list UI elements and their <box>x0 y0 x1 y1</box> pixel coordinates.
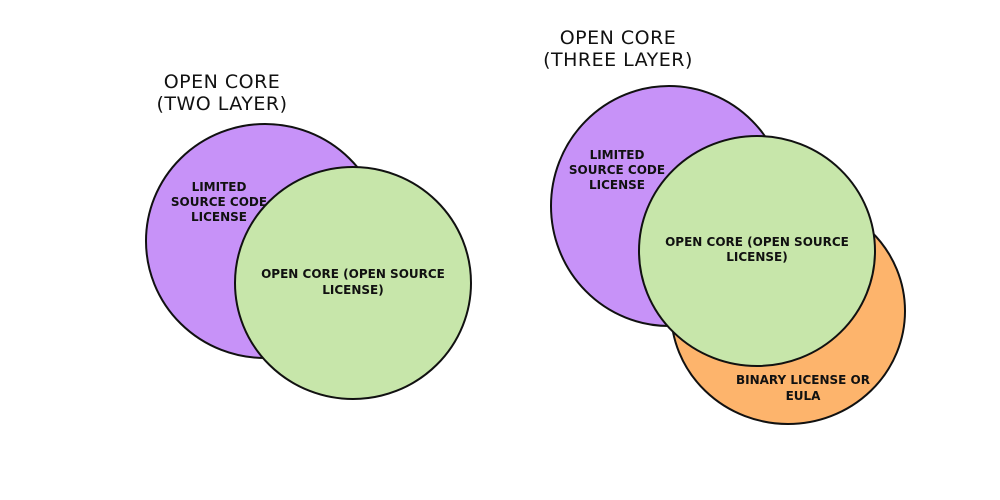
limited-label-line1: LIMITED <box>192 180 247 194</box>
limited-label-line2: SOURCE CODE <box>171 195 267 209</box>
open-core-label-line2: LICENSE) <box>726 250 787 264</box>
limited-label-line2: SOURCE CODE <box>569 163 665 177</box>
limited-label-line3: LICENSE <box>589 178 645 192</box>
three-layer-title-line1: OPEN CORE <box>560 27 677 49</box>
open-core-circle <box>638 135 876 367</box>
two-layer-diagram: OPEN CORE (TWO LAYER) LIMITED SOURCE COD… <box>145 71 472 400</box>
two-layer-title-line2: (TWO LAYER) <box>156 93 287 115</box>
open-core-label-line1: OPEN CORE (OPEN SOURCE <box>261 267 445 281</box>
two-layer-title-line1: OPEN CORE <box>164 71 281 93</box>
open-core-label-line1: OPEN CORE (OPEN SOURCE <box>665 235 849 249</box>
limited-label-line1: LIMITED <box>590 148 645 162</box>
binary-label-line1: BINARY LICENSE OR <box>736 373 870 387</box>
limited-label-line3: LICENSE <box>191 210 247 224</box>
open-core-circle <box>234 166 472 400</box>
three-layer-diagram: OPEN CORE (THREE LAYER) LIMITED SOURCE C… <box>543 27 906 425</box>
three-layer-title-line2: (THREE LAYER) <box>543 49 693 71</box>
binary-label-line2: EULA <box>786 389 822 403</box>
open-core-label-line2: LICENSE) <box>322 283 383 297</box>
